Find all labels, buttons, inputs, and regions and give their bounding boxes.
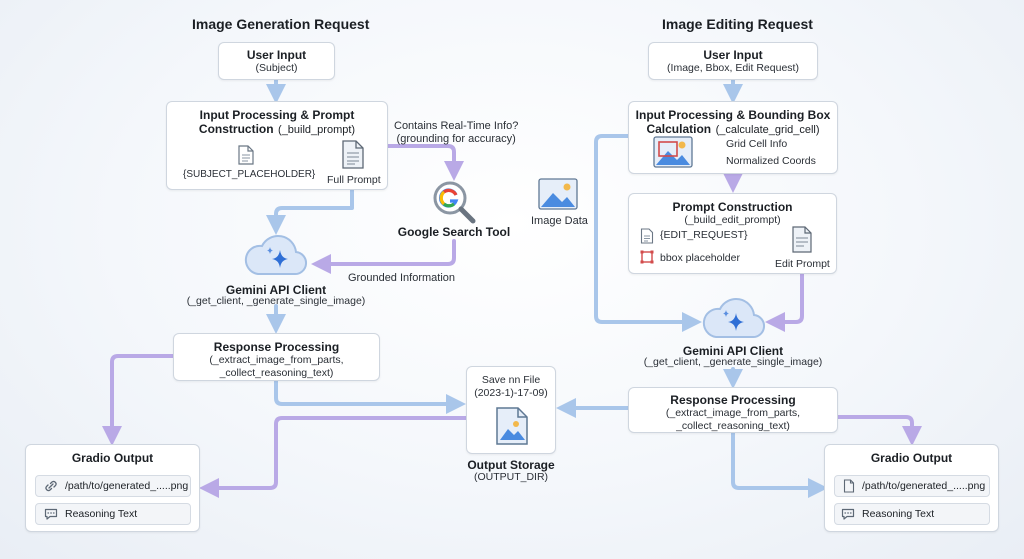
left-reasoning-field[interactable]: Reasoning Text (35, 503, 191, 525)
left-user-input-box: User Input (Subject) (218, 42, 335, 80)
file-icon (843, 479, 855, 493)
edit-request-document-icon (640, 228, 654, 244)
right-response-sub1: (_extract_image_from_parts, (665, 407, 801, 419)
right-section-title: Image Editing Request (662, 16, 813, 32)
subject-placeholder-label: {SUBJECT_PLACEHOLDER} (183, 169, 316, 180)
full-prompt-label: Full Prompt (327, 174, 381, 186)
cloud-icon (244, 235, 308, 276)
right-response-box: Response Processing (_extract_image_from… (628, 387, 838, 433)
right-output-path: /path/to/generated_.....png (862, 480, 986, 492)
realtime-question: Contains Real-Time Info? (grounding for … (394, 120, 518, 146)
grid-cell-info-label: Grid Cell Info (726, 138, 788, 150)
arrow-storage-to-output (199, 416, 468, 498)
image-data-label: Image Data (531, 215, 588, 227)
right-processing-title-line1: Input Processing & Bounding Box (635, 108, 831, 122)
arrow-response-down-to-output-right (731, 431, 828, 498)
right-user-input-sub: (Image, Bbox, Edit Request) (667, 62, 799, 74)
arrow-response-to-output-right (836, 415, 922, 446)
left-input-processing-box: Input Processing & Prompt Construction (… (166, 101, 388, 190)
right-gradio-output-box: Gradio Output /path/to/generated_.....pn… (824, 444, 999, 532)
left-output-path: /path/to/generated_.....png (65, 480, 189, 492)
right-user-input-title: User Input (703, 48, 763, 62)
arrow-image-data (594, 134, 702, 332)
left-gradio-output-box: Gradio Output /path/to/generated_.....pn… (25, 444, 200, 532)
image-file-icon (496, 407, 528, 445)
left-response-sub2: _collect_reasoning_text) (219, 367, 334, 379)
realtime-line1: Contains Real-Time Info? (394, 120, 519, 132)
image-icon (538, 178, 578, 210)
left-response-sub1: (_extract_image_from_parts, (209, 354, 344, 366)
left-reasoning-label: Reasoning Text (65, 508, 138, 520)
arrow-to-google (386, 144, 464, 181)
realtime-line2: (grounding for accuracy) (396, 133, 516, 145)
output-storage-box: Save nn File (2023-1)-17-09) (466, 366, 556, 454)
output-storage-sub: (OUTPUT_DIR) (473, 471, 549, 483)
output-storage-title: Output Storage (467, 458, 555, 472)
left-response-box: Response Processing (_extract_image_from… (173, 333, 380, 381)
bbox-image-icon (653, 136, 693, 168)
right-user-input-box: User Input (Image, Bbox, Edit Request) (648, 42, 818, 80)
edit-request-label: {EDIT_REQUEST} (660, 229, 748, 241)
arrow-response-to-storage (274, 379, 466, 414)
left-user-input-title: User Input (246, 48, 307, 62)
right-response-title: Response Processing (670, 393, 796, 407)
save-file-line1: Save nn File (481, 374, 541, 386)
normalized-coords-label: Normalized Coords (726, 155, 816, 167)
right-response-sub2: _collect_reasoning_text) (676, 420, 790, 432)
arrow-prompt-to-gemini (765, 272, 804, 332)
chat-icon (44, 508, 58, 520)
left-user-input-sub: (Subject) (255, 62, 298, 74)
left-response-title: Response Processing (213, 340, 340, 354)
save-file-line2: (2023-1)-17-09) (474, 387, 548, 399)
left-processing-title-line1: Input Processing & Prompt (199, 108, 355, 122)
right-gemini-sub: (_get_client, _generate_single_image) (643, 356, 823, 368)
right-reasoning-field[interactable]: Reasoning Text (834, 503, 990, 525)
edit-prompt-label: Edit Prompt (775, 258, 830, 270)
google-search-label: Google Search Tool (397, 225, 511, 239)
arrow-response-to-output (102, 354, 175, 446)
right-prompt-title: Prompt Construction (672, 200, 793, 214)
right-gradio-title: Gradio Output (870, 451, 953, 465)
left-output-path-field[interactable]: /path/to/generated_.....png (35, 475, 191, 497)
grounded-info-label: Grounded Information (348, 272, 456, 284)
right-prompt-func: (_build_edit_prompt) (684, 214, 781, 226)
bbox-placeholder-label: bbox placeholder (660, 252, 740, 264)
arrow-grounded (311, 239, 456, 274)
right-gemini-title: Gemini API Client (682, 344, 784, 358)
left-gemini-title: Gemini API Client (225, 283, 327, 297)
left-processing-title-line2: Construction (198, 122, 274, 136)
left-processing-func: (_build_prompt) (278, 124, 356, 136)
right-output-path-field[interactable]: /path/to/generated_.....png (834, 475, 990, 497)
sparkle-icon (728, 313, 744, 331)
full-prompt-document-icon (342, 140, 364, 169)
edit-prompt-document-icon (792, 226, 812, 253)
left-gradio-title: Gradio Output (71, 451, 154, 465)
document-icon (238, 145, 254, 165)
right-prompt-construction-box: Prompt Construction (_build_edit_prompt)… (628, 193, 837, 274)
cloud-icon-right (702, 298, 766, 339)
right-processing-title-line2: Calculation (646, 122, 712, 136)
bbox-icon (640, 250, 654, 264)
arrow-processing-to-gemini (266, 188, 354, 235)
right-bbox-processing-box: Input Processing & Bounding Box Calculat… (628, 101, 838, 174)
right-reasoning-label: Reasoning Text (862, 508, 935, 520)
left-section-title: Image Generation Request (192, 16, 370, 32)
right-processing-func: (_calculate_grid_cell) (715, 124, 820, 136)
left-gemini-sub: (_get_client, _generate_single_image) (186, 295, 366, 307)
google-search-icon (433, 181, 476, 224)
link-icon (45, 480, 57, 492)
chat-icon (841, 508, 855, 520)
sparkle-icon (272, 250, 288, 268)
